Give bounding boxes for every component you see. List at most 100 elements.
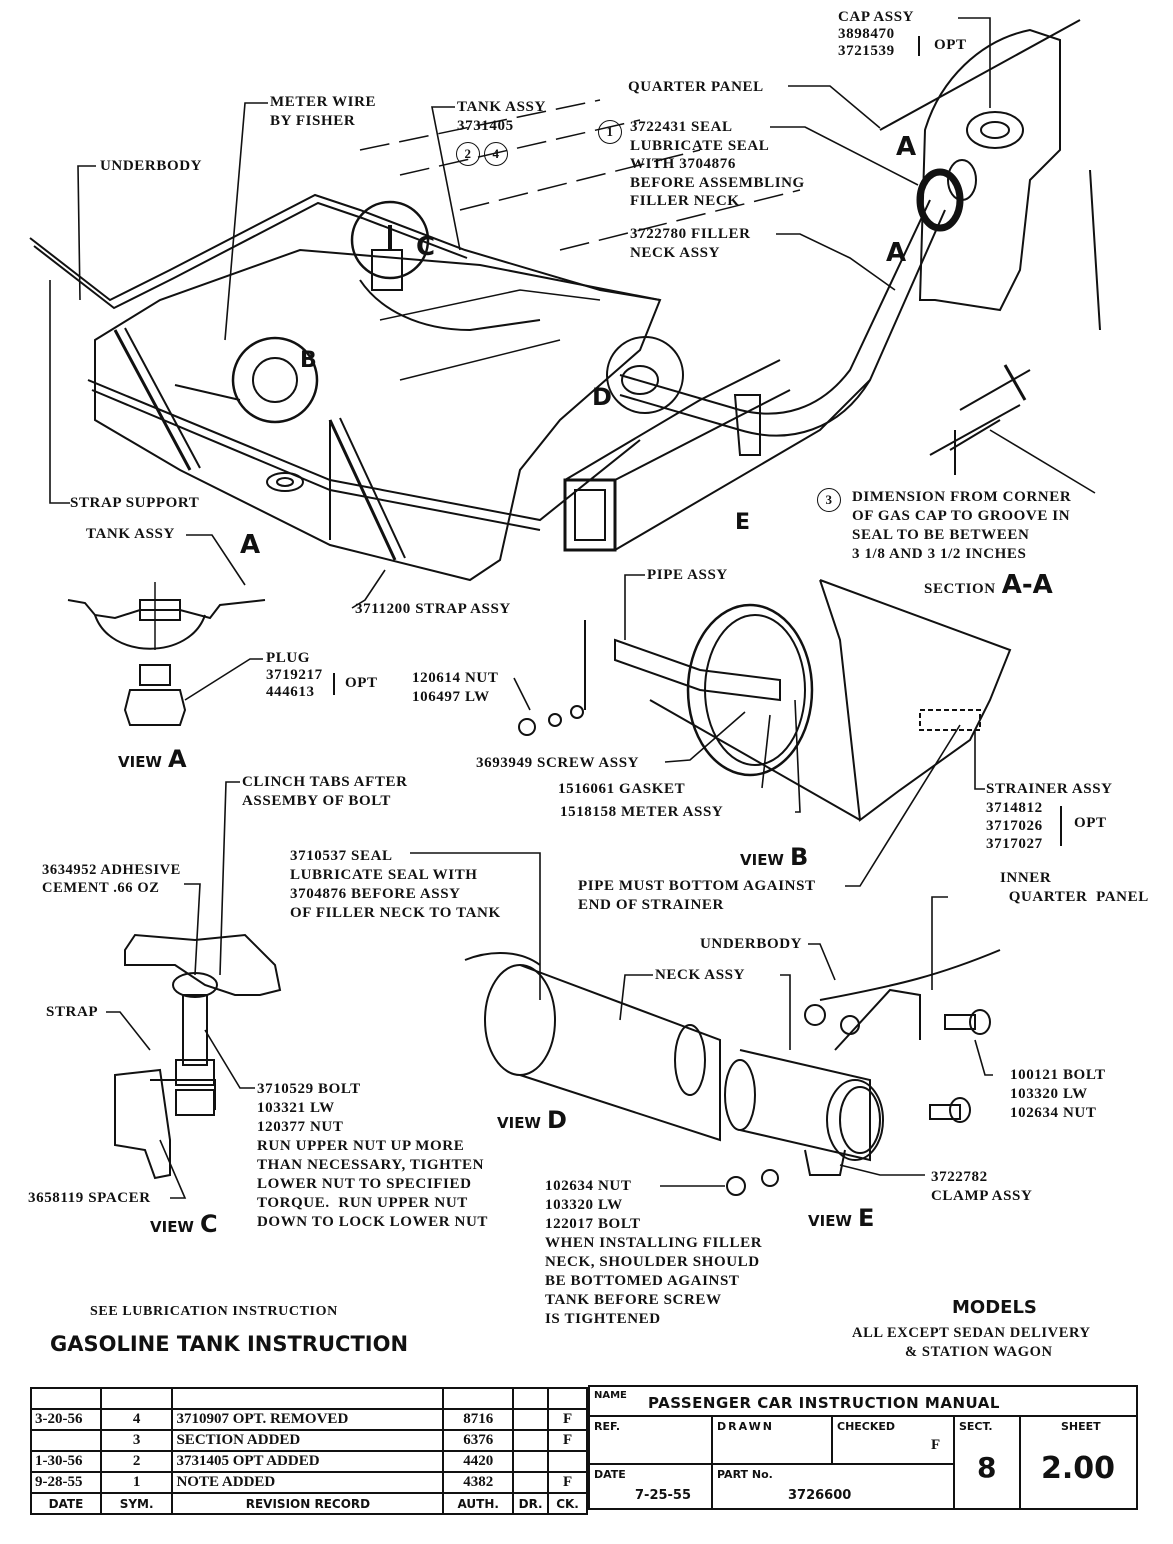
view-d-neck-drawing — [464, 949, 1001, 1196]
header-sym: SYM. — [99, 1492, 174, 1515]
view-c-marker: C — [416, 232, 436, 262]
rev-dr — [512, 1408, 550, 1431]
clamp-assy-label: 3722782 CLAMP ASSY — [931, 1169, 1033, 1204]
strap-label: STRAP — [46, 1004, 99, 1020]
filler-neck-assy-label: 3722780 FILLER NECK ASSY — [630, 226, 751, 261]
plug-part-1: 3719217 — [266, 667, 323, 683]
view-letter: E — [857, 1204, 875, 1232]
pipe-strainer-note: PIPE MUST BOTTOM AGAINST END OF STRAINER — [578, 878, 816, 913]
neck-assy-label: NECK ASSY — [655, 967, 746, 983]
screw-assy-label: 3693949 SCREW ASSY — [476, 755, 640, 771]
note-3-number: 3 — [817, 488, 841, 512]
sheet-cell: SHEET 2.00 — [1019, 1415, 1138, 1510]
ref-cell: REF. — [588, 1415, 713, 1465]
drawn-label: DRAWN — [717, 1420, 774, 1433]
header-auth: AUTH. — [442, 1492, 515, 1515]
view-d-label: VIEW D — [497, 1106, 567, 1134]
cap-assy-label: CAP ASSY — [838, 9, 915, 25]
clinch-tabs-label: CLINCH TABS AFTER ASSEMBY OF BOLT — [242, 774, 408, 809]
section-word: SECTION — [924, 581, 996, 597]
view-letter: A — [167, 745, 187, 773]
rev-date — [30, 1429, 102, 1452]
rev-sym — [99, 1387, 174, 1410]
rev-ck: F — [547, 1408, 588, 1431]
strainer-part-2: 3717026 — [986, 818, 1043, 834]
models-line-2: & STATION WAGON — [905, 1344, 1053, 1360]
filler-neck-install-note: 102634 NUT 103320 LW 122017 BOLT WHEN IN… — [545, 1178, 763, 1327]
quarter-panel-label: QUARTER PANEL — [628, 79, 764, 95]
rev-ck: F — [547, 1471, 588, 1494]
adhesive-cement-label: 3634952 ADHESIVE CEMENT .66 OZ — [42, 862, 181, 896]
rev-record: 3731405 OPT ADDED — [171, 1450, 445, 1473]
part-label: PART No. — [717, 1468, 773, 1481]
rev-sym: 4 — [99, 1408, 174, 1431]
header-revision-record: REVISION RECORD — [171, 1492, 445, 1515]
view-b-meter-drawing — [518, 579, 1012, 822]
note-1-circle: 1 — [598, 120, 626, 144]
rev-dr — [512, 1471, 550, 1494]
sheet-value: 2.00 — [1041, 1451, 1116, 1486]
seal-lubricate-note: 3722431 SEAL LUBRICATE SEAL WITH 3704876… — [630, 119, 805, 209]
rev-dr — [512, 1450, 550, 1473]
part-value: 3726600 — [788, 1488, 852, 1503]
strap-assy-label: 3711200 STRAP ASSY — [355, 601, 511, 617]
view-word: VIEW — [150, 1218, 194, 1236]
bolt-instruction-note: 3710529 BOLT 103321 LW 120377 NUT RUN UP… — [257, 1081, 489, 1230]
rev-record — [171, 1387, 445, 1410]
quarter-panel — [879, 19, 1101, 475]
strap-support-label: STRAP SUPPORT — [70, 495, 200, 511]
underbody-e-label: UNDERBODY — [700, 936, 803, 952]
note-1-number: 1 — [598, 120, 622, 144]
view-a-arrow-marker: A — [240, 530, 261, 560]
rev-sym: 3 — [99, 1429, 174, 1452]
section-a-a-label: SECTION A-A — [924, 570, 1053, 600]
view-letter: D — [546, 1106, 567, 1134]
view-letter: B — [789, 843, 809, 871]
date-cell: DATE 7-25-55 — [588, 1463, 713, 1510]
view-a-plug-drawing — [67, 582, 266, 726]
view-word: VIEW — [740, 851, 784, 869]
meter-wire-label: METER WIRE BY FISHER — [270, 94, 377, 129]
rev-auth: 4382 — [442, 1471, 515, 1494]
rev-sym: 2 — [99, 1450, 174, 1473]
rev-record: NOTE ADDED — [171, 1471, 445, 1494]
strap-assy — [113, 327, 406, 561]
view-d-marker: D — [592, 383, 612, 411]
view-word: VIEW — [497, 1114, 541, 1132]
rev-dr — [512, 1387, 550, 1410]
cap-assy-part-2: 3721539 — [838, 43, 895, 59]
rev-sym: 1 — [99, 1471, 174, 1494]
ref-label: REF. — [594, 1420, 621, 1433]
view-word: VIEW — [118, 753, 162, 771]
section-marker-a-lower: A — [886, 238, 907, 268]
bolt-e-label: 100121 BOLT 103320 LW 102634 NUT — [1010, 1067, 1106, 1121]
gasket-label: 1516061 GASKET — [558, 781, 686, 797]
fuel-tank — [87, 248, 662, 582]
underbody-label: UNDERBODY — [100, 158, 203, 174]
header-ck: CK. — [547, 1492, 588, 1515]
checked-label: CHECKED — [837, 1420, 896, 1433]
rev-auth: 4420 — [442, 1450, 515, 1473]
rev-date — [30, 1387, 102, 1410]
name-cell: NAME PASSENGER CAR INSTRUCTION MANUAL — [588, 1385, 1138, 1417]
section-id: A-A — [1001, 570, 1053, 600]
header-dr: DR. — [512, 1492, 550, 1515]
cap-assy-part-1: 3898470 — [838, 26, 895, 42]
view-c-bolt-drawing — [114, 933, 282, 1180]
view-letter: C — [199, 1210, 218, 1238]
frame-rail — [563, 359, 871, 552]
lubrication-reference: SEE LUBRICATION INSTRUCTION — [90, 1304, 338, 1319]
rev-ck — [547, 1387, 588, 1410]
cap-assy-opt-bracket: OPT — [918, 36, 967, 56]
seal-d-note: 3710537 SEAL LUBRICATE SEAL WITH 3704876… — [290, 848, 501, 921]
nut-lw-label: 120614 NUT 106497 LW — [412, 670, 499, 705]
models-line-1: ALL EXCEPT SEDAN DELIVERY — [852, 1325, 1091, 1341]
spacer-label: 3658119 SPACER — [28, 1190, 151, 1206]
strainer-assy-label: STRAINER ASSY — [986, 781, 1113, 797]
